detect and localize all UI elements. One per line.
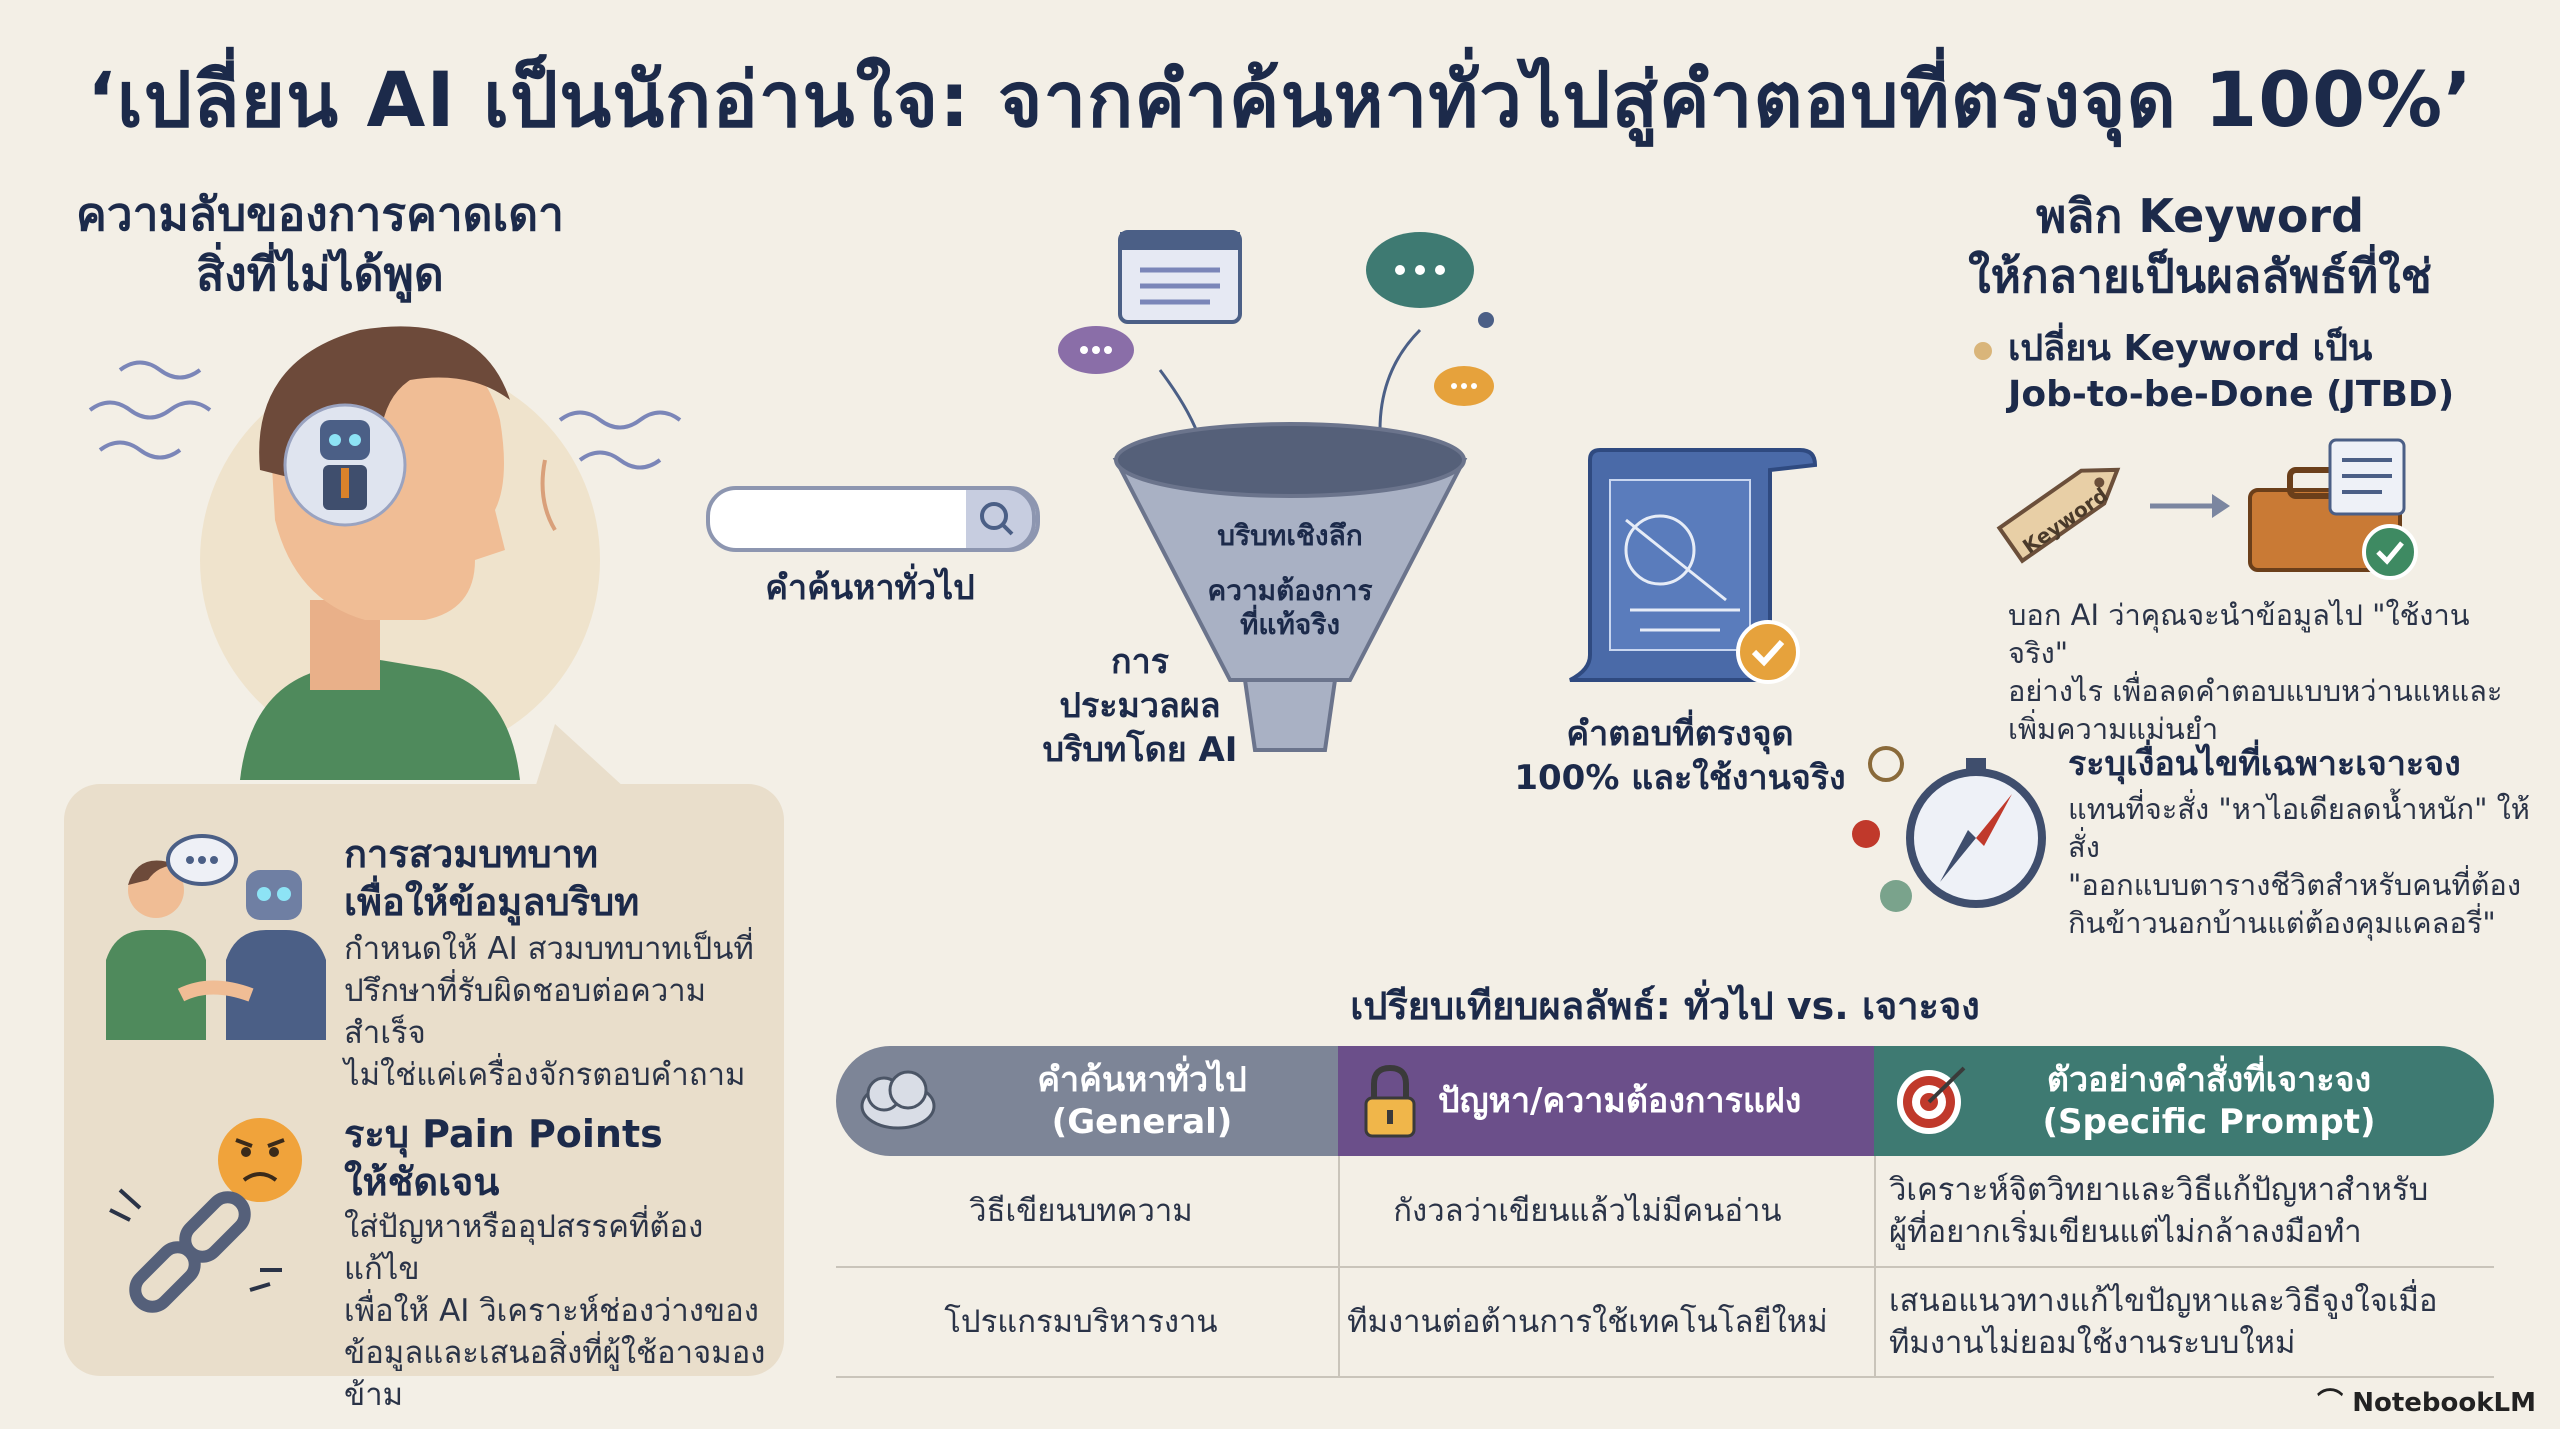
roleplay-title: การสวมบทบาท เพื่อให้ข้อมูลบริบท [344,830,764,926]
broken-chain-icon [109,1118,302,1313]
process-line1: การ [1111,642,1169,682]
jtbd-body-line3: เพิ่มความแม่นยำ [2008,712,2219,746]
row1-specific-line1: วิเคราะห์จิตวิทยาและวิธีแก้ปัญหาสำหรับ [1888,1172,2429,1208]
compare-title: เปรียบเทียบผลลัพธ์: ทั่วไป vs. เจาะจง [1350,984,1980,1028]
jtbd-body-line1: บอก AI ว่าคุณจะนำข้อมูลไป "ใช้งานจริง" [2008,598,2470,670]
roleplay-title-line1: การสวมบทบาท [344,832,599,876]
table-divider [1338,1156,1340,1376]
table-row: วิธีเขียนบทความ กังวลว่าเขียนแล้วไม่มีคน… [836,1156,2494,1268]
keyword-to-toolbox-illustration [1996,438,2418,580]
funnel-needs-line2: ที่แท้จริง [1239,608,1341,641]
header-hidden-needs-line1: ปัญหา/ความต้องการแฝง [1438,1081,1802,1121]
answer-line2: 100% และใช้งานจริง [1514,758,1846,798]
right-heading-line1: พลิก Keyword [2035,189,2365,243]
condition-body-line1: แทนที่จะสั่ง "หาไอเดียลดน้ำหนัก" ให้สั่ง [2068,792,2530,864]
condition-body: แทนที่จะสั่ง "หาไอเดียลดน้ำหนัก" ให้สั่ง… [2068,790,2548,942]
painpoints-body: ใส่ปัญหาหรืออุปสรรคที่ต้องแก้ไข เพื่อให้… [344,1206,774,1416]
thinking-person-illustration [88,326,682,780]
table-row: โปรแกรมบริหารงาน ทีมงานต่อต้านการใช้เทคโ… [836,1268,2494,1378]
cloud-icon [860,1070,936,1130]
roleplay-body: กำหนดให้ AI สวมบทบาทเป็นที่ ปรึกษาที่รับ… [344,928,774,1096]
painpoints-title: ระบุ Pain Points ให้ชัดเจน [344,1110,764,1206]
chat-bubble-icons [1058,230,1494,441]
roleplay-title-line2: เพื่อให้ข้อมูลบริบท [344,880,640,924]
process-line3: บริบทโดย AI [1042,730,1238,770]
condition-body-line3: กินข้าวนอกบ้านแต่ต้องคุมแคลอรี่" [2068,906,2496,940]
row1-specific: วิเคราะห์จิตวิทยาและวิธีแก้ปัญหาสำหรับ ผ… [1849,1156,2494,1266]
funnel-icon [1058,230,1494,752]
jtbd-title-line1: เปลี่ยน Keyword เป็น [2008,328,2373,369]
row2-specific: เสนอแนวทางแก้ไขปัญหาและวิธีจูงใจเมื่อ ที… [1849,1268,2494,1376]
header-general: คำค้นหาทั่วไป(General) [836,1046,1338,1156]
row2-hidden-need: ทีมงานต่อต้านการใช้เทคโนโลยีใหม่ [1347,1304,1828,1340]
condition-title: ระบุเงื่อนไขที่เฉพาะเจาะจง [2068,744,2461,784]
funnel-text-context: บริบทเชิงลึก [1217,519,1363,552]
bullet-dot [1974,342,1992,360]
handshake-robot-icon [106,834,326,1040]
header-hidden-needs: ปัญหา/ความต้องการแฝง [1338,1046,1874,1156]
roleplay-body-line1: กำหนดให้ AI สวมบทบาทเป็นที่ [344,931,754,967]
left-heading: ความลับของการคาดเดา สิ่งที่ไม่ได้พูด [60,184,580,304]
jtbd-body-line2: อย่างไร เพื่อลดคำตอบแบบหว่านแหและ [2008,674,2503,708]
search-icon [980,502,1014,536]
jtbd-title-line2: Job-to-be-Done (JTBD) [2008,374,2455,415]
compass-icon [1852,746,2046,912]
ai-processing-label: การ ประมวลผล บริบทโดย AI [1010,640,1270,772]
painpoints-body-line1: ใส่ปัญหาหรืออุปสรรคที่ต้องแก้ไข [344,1209,704,1287]
funnel-text-needs: ความต้องการ ที่แท้จริง [1180,574,1400,642]
speech-pointer [535,724,625,788]
funnel-needs-line1: ความต้องการ [1207,574,1373,607]
row1-specific-line2: ผู้ที่อยากเริ่มเขียนแต่ไม่กล้าลงมือทำ [1888,1214,2362,1250]
jtbd-title: เปลี่ยน Keyword เป็น Job-to-be-Done (JTB… [2008,326,2508,418]
search-label: คำค้นหาทั่วไป [765,568,975,608]
row2-general: โปรแกรมบริหารงาน [944,1304,1218,1340]
robot-icon [320,420,370,510]
painpoints-title-line1: ระบุ Pain Points [344,1112,663,1156]
precise-answer-label: คำตอบที่ตรงจุด 100% และใช้งานจริง [1510,712,1850,800]
header-specific-line2: (Specific Prompt) [2042,1102,2376,1142]
left-heading-line2: สิ่งที่ไม่ได้พูด [196,247,444,301]
painpoints-body-line3: ข้อมูลและเสนอสิ่งที่ผู้ใช้อาจมองข้าม [344,1335,766,1413]
left-heading-line1: ความลับของการคาดเดา [76,187,564,241]
painpoints-title-line2: ให้ชัดเจน [344,1160,500,1204]
toolbox-icon [2248,438,2418,580]
wave-lines-icon [88,360,682,470]
answer-line1: คำตอบที่ตรงจุด [1566,714,1794,754]
blueprint-document-icon [1569,448,1818,684]
keyword-tag-icon [1996,467,2121,564]
roleplay-body-line3: ไม่ใช่แค่เครื่องจักรตอบคำถาม [344,1057,746,1093]
painpoints-body-line2: เพื่อให้ AI วิเคราะห์ช่องว่างของ [344,1293,759,1329]
right-heading: พลิก Keyword ให้กลายเป็นผลลัพธ์ที่ใช่ [1920,186,2480,306]
roleplay-body-line2: ปรึกษาที่รับผิดชอบต่อความสำเร็จ [344,973,707,1051]
row1-general: วิธีเขียนบทความ [969,1193,1193,1229]
table-divider [1874,1156,1876,1376]
header-general-line2: (General) [1051,1102,1233,1142]
row1-hidden-need: กังวลว่าเขียนแล้วไม่มีคนอ่าน [1393,1193,1782,1229]
jtbd-body: บอก AI ว่าคุณจะนำข้อมูลไป "ใช้งานจริง" อ… [2008,596,2528,748]
notebooklm-logo-icon: ⌒ [2317,1388,2353,1418]
header-specific: ตัวอย่างคำสั่งที่เจาะจง(Specific Prompt) [1874,1046,2494,1156]
compare-table-header: คำค้นหาทั่วไป(General) ปัญหา/ความต้องการ… [836,1046,2494,1156]
brand-text: NotebookLM [2352,1388,2536,1418]
condition-body-line2: "ออกแบบตารางชีวิตสำหรับคนที่ต้อง [2068,868,2522,902]
row2-specific-line2: ทีมงานไม่ยอมใช้งานระบบใหม่ [1888,1325,2296,1361]
search-button[interactable] [966,486,1036,552]
header-specific-line1: ตัวอย่างคำสั่งที่เจาะจง [2046,1060,2372,1100]
row2-specific-line1: เสนอแนวทางแก้ไขปัญหาและวิธีจูงใจเมื่อ [1888,1283,2438,1319]
notebooklm-brand: ⌒ NotebookLM [2317,1382,2536,1419]
lock-icon [1364,1064,1416,1138]
process-line2: ประมวลผล [1059,686,1221,726]
header-general-line1: คำค้นหาทั่วไป [1037,1060,1247,1100]
page-title: ‘เปลี่ยน AI เป็นนักอ่านใจ: จากคำค้นหาทั่… [86,55,2474,144]
target-icon [1897,1066,1966,1134]
right-heading-line2: ให้กลายเป็นผลลัพธ์ที่ใช่ [1968,249,2432,303]
